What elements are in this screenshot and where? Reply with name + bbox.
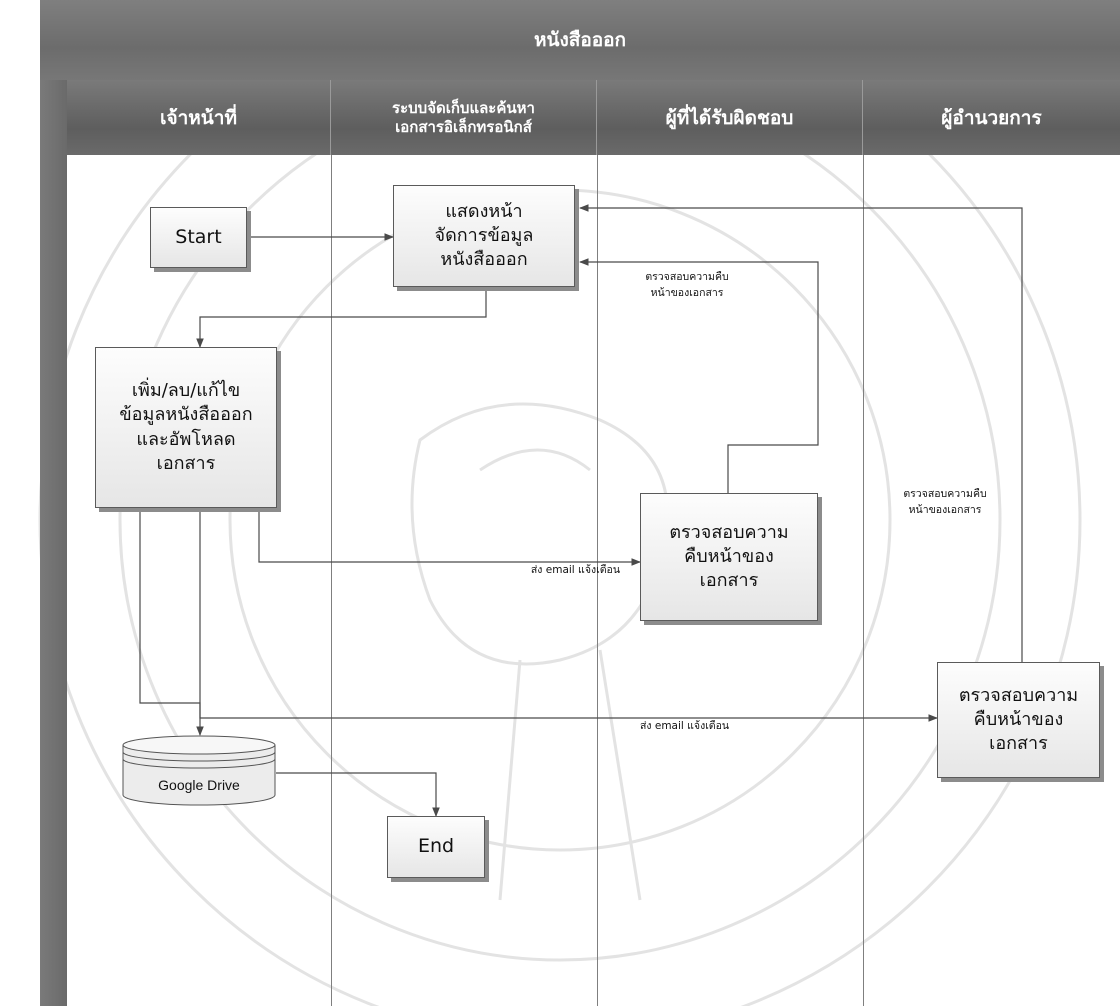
google-drive-database[interactable]: Google Drive — [122, 735, 276, 809]
arrow-drive-to-end — [276, 772, 440, 817]
edit-outgoing-document-node[interactable]: เพิ่ม/ลบ/แก้ไข ข้อมูลหนังสือออก และอัพโห… — [95, 347, 277, 508]
lane-title: ระบบจัดเก็บและค้นหา เอกสารอิเล็กทรอนิกส์ — [392, 98, 535, 136]
lane-divider — [331, 155, 332, 1006]
progress-return-label: ตรวจสอบความคืบ หน้าของเอกสาร — [903, 488, 987, 516]
email-notification-label: ส่ง email แจ้งเตือน — [530, 564, 620, 576]
lane-title: เจ้าหน้าที่ — [159, 106, 237, 129]
start-node[interactable]: Start — [150, 207, 247, 268]
lane-header-director: ผู้อำนวยการ — [863, 80, 1120, 155]
progress-return-label: ตรวจสอบความคืบ หน้าของเอกสาร — [645, 271, 729, 299]
arrow-edit-to-director — [199, 508, 938, 722]
lane-header-officer: เจ้าหน้าที่ — [67, 80, 331, 155]
check-progress-director-node[interactable]: ตรวจสอบความ คืบหน้าของ เอกสาร — [937, 662, 1100, 778]
end-node[interactable]: End — [387, 816, 485, 878]
arrow-director-to-show — [579, 204, 1023, 662]
database-icon — [122, 735, 276, 806]
arrow-edit-to-responsible — [258, 508, 641, 566]
lane-divider — [597, 155, 598, 1006]
lane-header-responsible: ผู้ที่ได้รับผิดชอบ — [597, 80, 863, 155]
pool-title: หนังสือออก — [40, 0, 1120, 80]
arrow-responsible-to-show — [579, 258, 819, 493]
email-notification-label: ส่ง email แจ้งเตือน — [640, 720, 730, 732]
arrow-show-to-edit — [196, 288, 487, 348]
show-management-page-node[interactable]: แสดงหน้า จัดการข้อมูล หนังสือออก — [393, 185, 575, 287]
arrow-edit-to-drive — [139, 508, 204, 736]
lane-divider — [863, 155, 864, 1006]
check-progress-responsible-node[interactable]: ตรวจสอบความ คืบหน้าของ เอกสาร — [640, 493, 818, 621]
pool-side-bar — [40, 80, 67, 1006]
lane-title: ผู้ที่ได้รับผิดชอบ — [665, 106, 794, 129]
lane-title: ผู้อำนวยการ — [941, 106, 1042, 129]
lane-header-system: ระบบจัดเก็บและค้นหา เอกสารอิเล็กทรอนิกส์ — [331, 80, 597, 155]
google-drive-label: Google Drive — [158, 777, 240, 793]
